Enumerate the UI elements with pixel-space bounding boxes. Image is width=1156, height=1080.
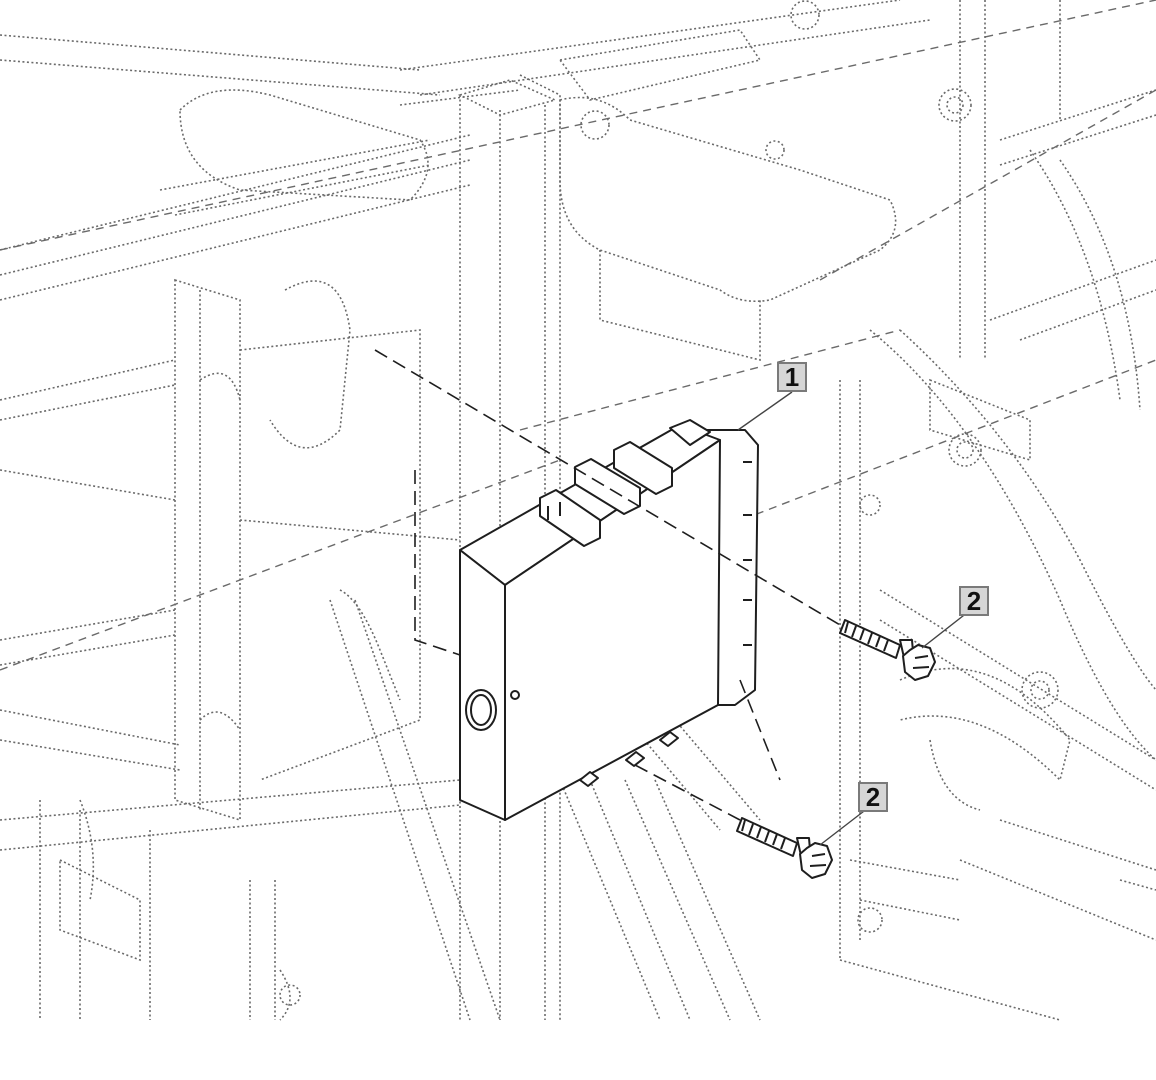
- background-frame: [0, 0, 1156, 1021]
- flange-bolt-upper: [839, 619, 936, 681]
- assembly-lines: [374, 349, 841, 821]
- callout-2-lower: 2: [858, 782, 888, 812]
- callout-1: 1: [777, 362, 807, 392]
- background-dashed-lines: [0, 0, 1156, 671]
- control-module: [459, 419, 759, 821]
- leader-line-1: [737, 391, 793, 431]
- leader-line-2b: [819, 807, 869, 846]
- flange-bolt-lower: [736, 817, 833, 879]
- leader-lines: [737, 391, 969, 846]
- leader-line-2a: [921, 611, 969, 649]
- callout-2-upper: 2: [959, 586, 989, 616]
